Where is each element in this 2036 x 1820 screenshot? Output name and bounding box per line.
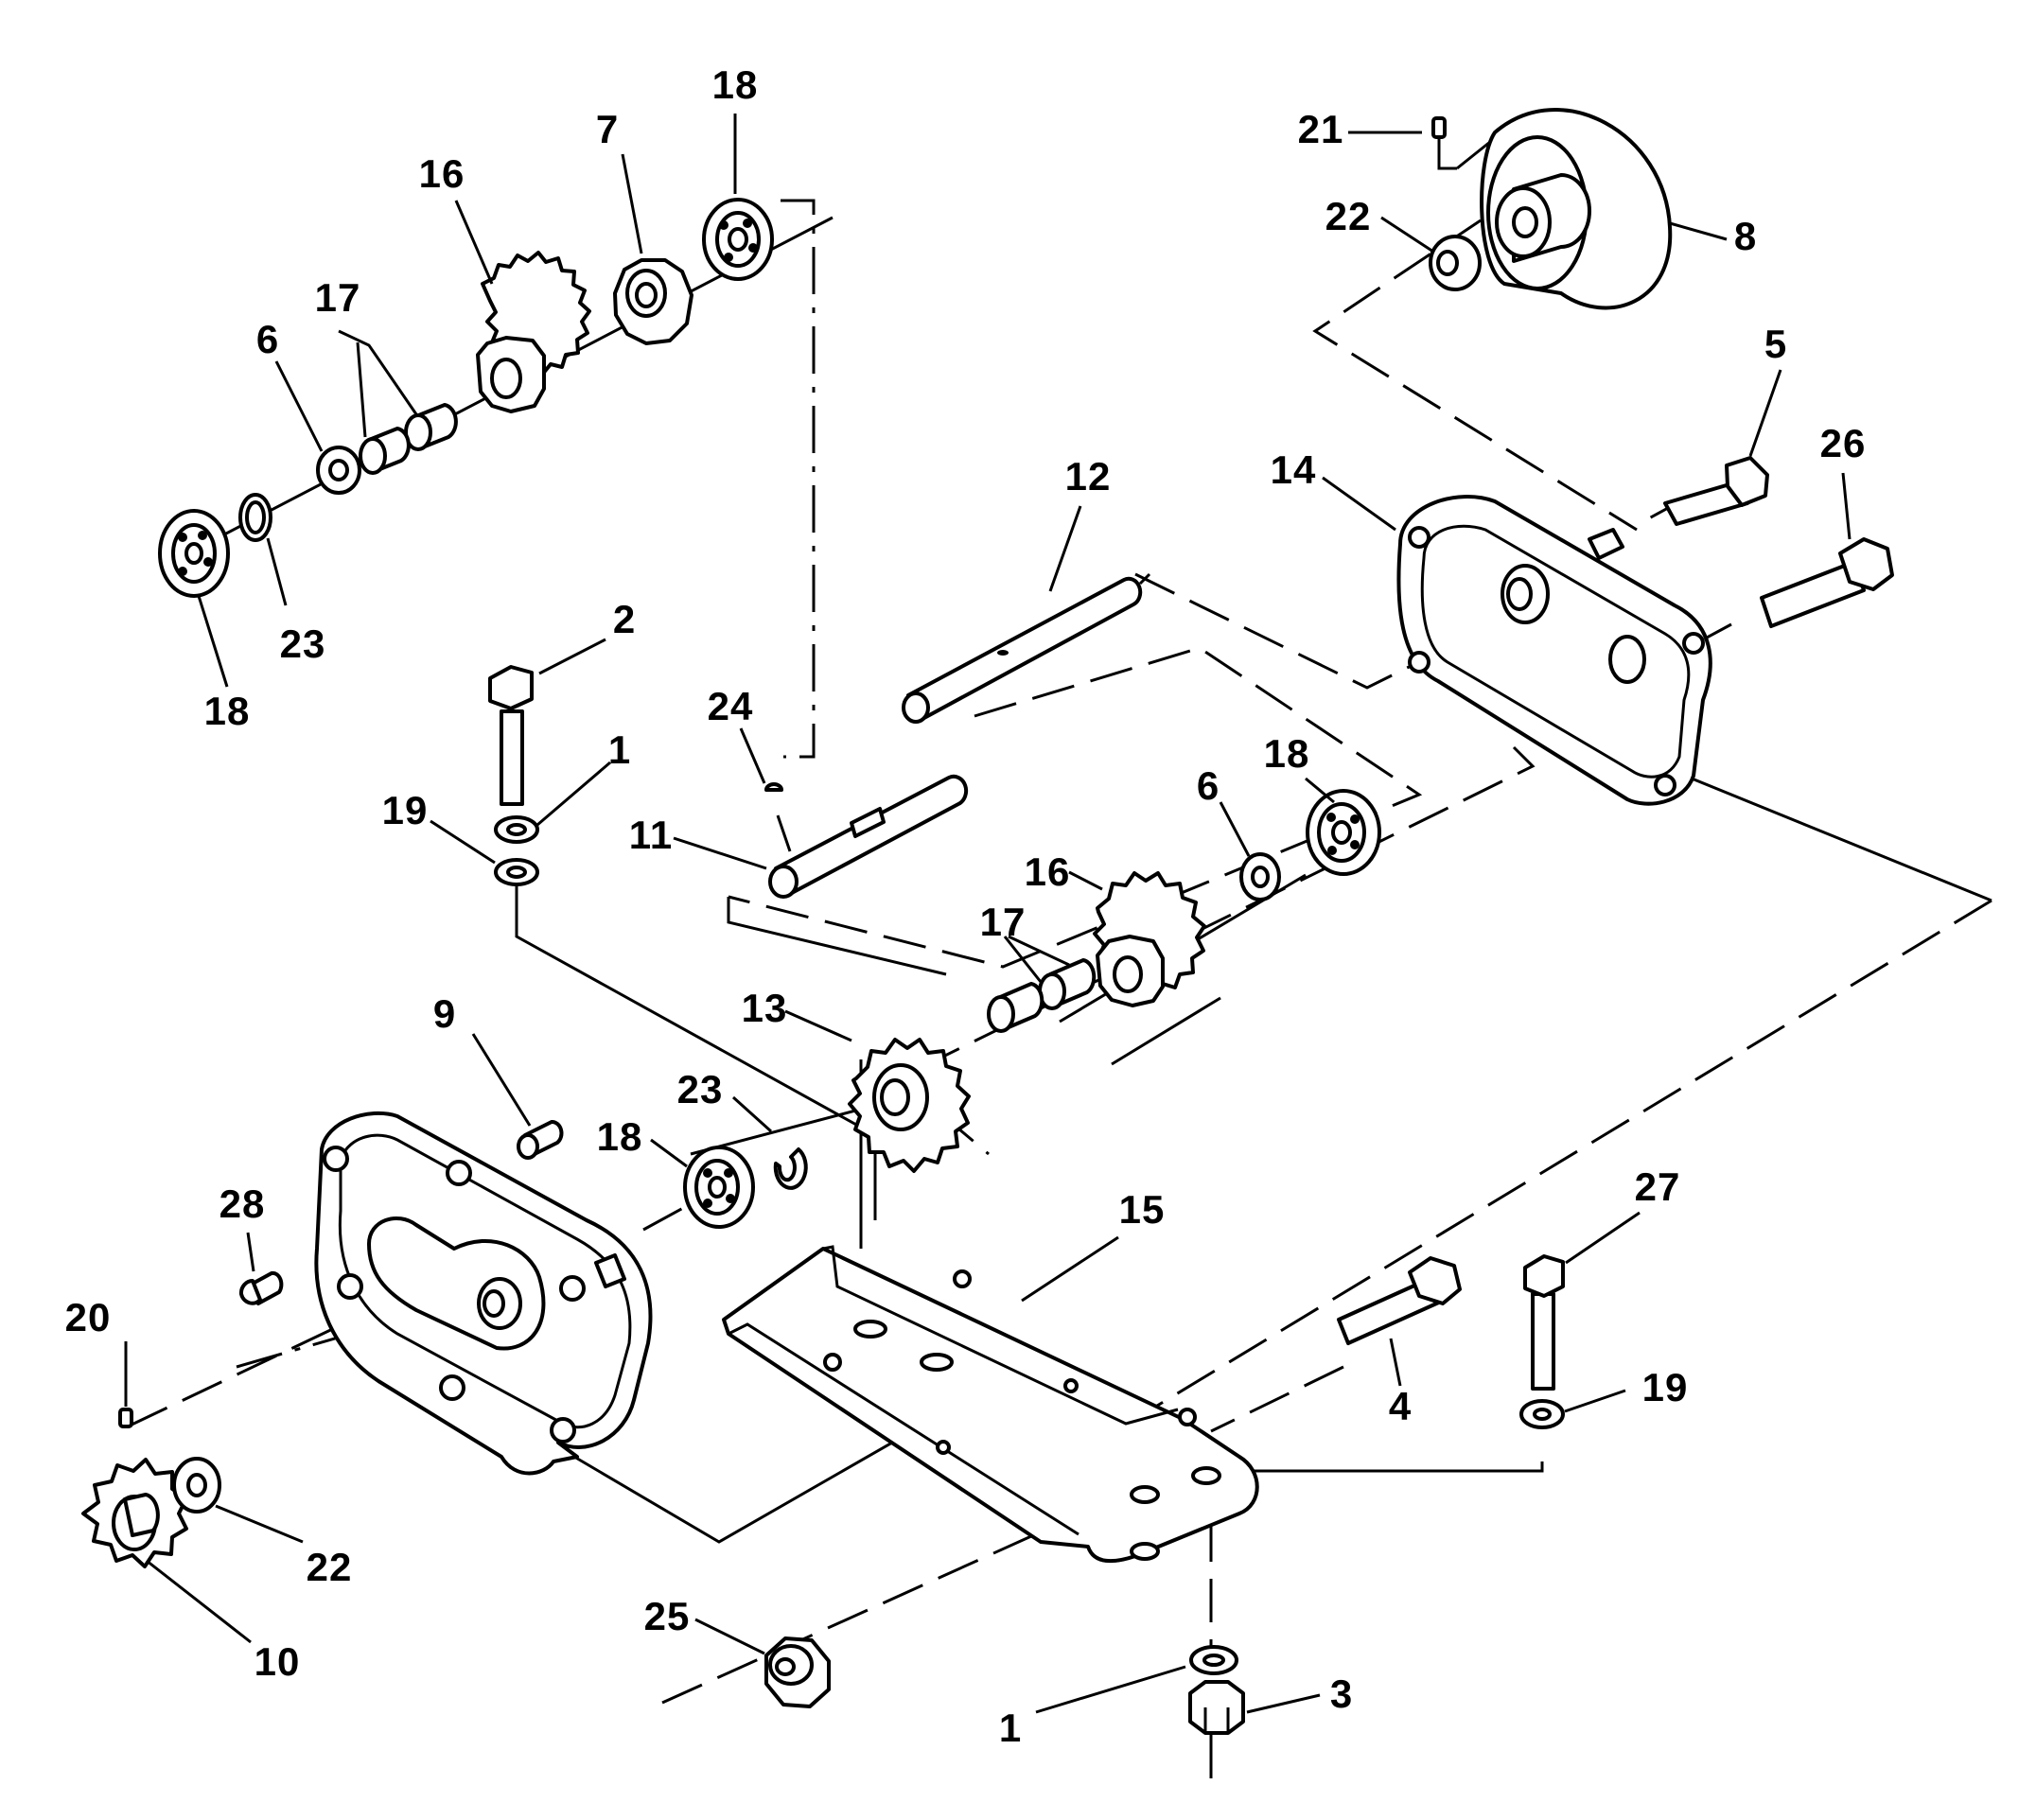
bolt-4 — [1337, 1256, 1462, 1345]
set-screw-21 — [1431, 116, 1491, 170]
washer-19-right — [1519, 1399, 1565, 1429]
callout-1: 1 — [608, 727, 631, 772]
callout-21: 21 — [1298, 107, 1344, 151]
callout-18: 18 — [1264, 731, 1310, 776]
nut-25 — [764, 1636, 831, 1708]
callout-1: 1 — [999, 1706, 1022, 1750]
key-24 — [764, 782, 783, 792]
lock-washer-1-top — [494, 815, 539, 844]
callout-17: 17 — [980, 900, 1027, 944]
callout-2: 2 — [613, 597, 636, 641]
callout-16: 16 — [419, 151, 465, 196]
callout-24: 24 — [708, 684, 754, 728]
callout-19: 19 — [1642, 1365, 1689, 1409]
set-screw-20 — [118, 1408, 133, 1428]
nut-3 — [1188, 1680, 1245, 1735]
callout-22: 22 — [1325, 194, 1372, 238]
pulley-8 — [1480, 108, 1673, 310]
gear-16-top — [476, 251, 591, 413]
bearing-18-left — [158, 509, 230, 598]
callout-18: 18 — [204, 689, 251, 733]
callout-9: 9 — [433, 991, 456, 1036]
callout-18: 18 — [712, 62, 759, 107]
washer-6-right — [1239, 852, 1281, 901]
callout-18: 18 — [597, 1114, 643, 1159]
callout-11: 11 — [629, 813, 673, 857]
callout-15: 15 — [1119, 1187, 1166, 1232]
spacers-17-lower — [987, 958, 1097, 1033]
callout-25: 25 — [644, 1594, 691, 1638]
callout-28: 28 — [219, 1181, 266, 1226]
gear-13 — [848, 1038, 971, 1173]
callout-12: 12 — [1065, 454, 1112, 499]
callout-6: 6 — [1197, 763, 1220, 808]
callout-27: 27 — [1635, 1164, 1681, 1209]
callout-6: 6 — [256, 317, 279, 361]
callout-labels: 18 7 16 17 6 23 18 21 22 8 5 26 14 12 2 … — [65, 62, 1867, 1750]
washer-6-top — [316, 446, 361, 495]
bolt-2 — [488, 665, 534, 806]
ring-23-top — [238, 493, 272, 542]
dowel-9 — [517, 1120, 564, 1160]
washer-22-top — [1429, 235, 1482, 291]
gear-7 — [613, 258, 693, 345]
callout-22: 22 — [307, 1545, 353, 1589]
ring-23-lower — [773, 1147, 808, 1190]
gear-16-lower — [1093, 871, 1206, 1007]
callout-5: 5 — [1764, 322, 1787, 366]
bearing-18-right — [1306, 789, 1381, 876]
callout-17: 17 — [315, 275, 361, 320]
shaft-12 — [902, 576, 1143, 724]
bearing-18-lower — [683, 1146, 755, 1229]
bolt-27 — [1523, 1254, 1565, 1391]
sprocket-10 — [81, 1458, 188, 1568]
callout-3: 3 — [1330, 1671, 1353, 1716]
callout-4: 4 — [1389, 1384, 1412, 1428]
lock-washer-1-lower — [1189, 1645, 1238, 1675]
callout-20: 20 — [65, 1295, 112, 1339]
callout-7: 7 — [596, 107, 619, 151]
washer-19-top — [494, 858, 539, 886]
callout-26: 26 — [1820, 421, 1867, 465]
case-left — [314, 1111, 653, 1476]
shaft-11 — [768, 774, 969, 899]
washer-22-lower — [172, 1457, 221, 1514]
spacers-17-top — [359, 403, 458, 475]
callout-14: 14 — [1271, 447, 1317, 492]
bolt-5 — [1663, 456, 1769, 526]
callout-19: 19 — [382, 788, 429, 832]
callout-8: 8 — [1734, 214, 1757, 258]
bearing-18-top — [702, 198, 774, 281]
bolt-26 — [1760, 537, 1894, 628]
case-14 — [1396, 495, 1712, 806]
leader-lines — [124, 114, 1852, 1714]
callout-13: 13 — [742, 986, 788, 1030]
callout-10: 10 — [254, 1639, 301, 1684]
parts — [81, 108, 1894, 1735]
bracket-15 — [722, 1245, 1259, 1564]
callout-23: 23 — [677, 1067, 724, 1111]
callout-16: 16 — [1025, 849, 1071, 894]
plug-28 — [238, 1270, 284, 1305]
callout-23: 23 — [280, 621, 326, 666]
